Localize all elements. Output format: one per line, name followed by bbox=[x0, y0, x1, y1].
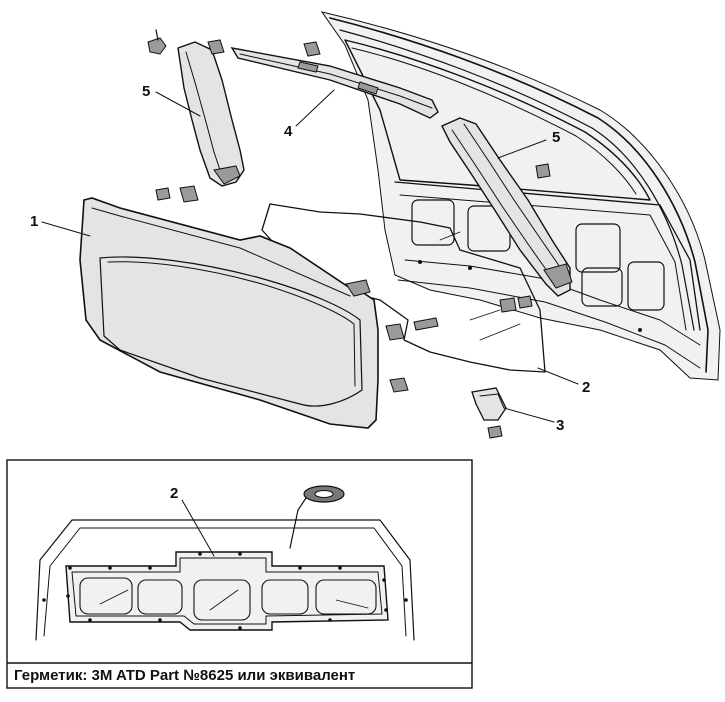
leader-lines bbox=[41, 89, 579, 423]
callout-3: 3 bbox=[556, 417, 564, 434]
fastener-clip-icon bbox=[499, 295, 533, 313]
fastener-clip-icon bbox=[303, 41, 321, 57]
fastener-screw-icon bbox=[487, 425, 503, 439]
fastener-clip-icon bbox=[147, 29, 167, 55]
fastener-clip-icon bbox=[179, 185, 199, 203]
callout-4: 4 bbox=[284, 123, 293, 140]
fastener-screw-icon bbox=[413, 317, 439, 331]
inset-callout-2: 2 bbox=[170, 485, 178, 502]
sealant-caption: Герметик: 3M ATD Part №8625 или эквивале… bbox=[14, 667, 356, 684]
callout-2: 2 bbox=[582, 379, 590, 396]
sealant-inset: 2 bbox=[6, 459, 473, 689]
sealant-bead bbox=[42, 552, 408, 630]
part-5-left-pillar-trim bbox=[177, 41, 245, 187]
callout-5-left: 5 bbox=[142, 83, 150, 100]
fastener-screw-icon bbox=[155, 187, 171, 201]
part-3-bracket bbox=[471, 387, 507, 421]
part-4-header-trim bbox=[230, 47, 439, 119]
fasteners bbox=[147, 29, 551, 439]
fastener-clip-icon bbox=[389, 377, 409, 393]
fastener-clip-icon bbox=[385, 323, 405, 341]
fastener-clip-icon bbox=[535, 163, 551, 179]
callout-5-right: 5 bbox=[552, 129, 560, 146]
part-5-right-pillar-trim bbox=[441, 117, 573, 297]
part-1-lower-trim-panel bbox=[79, 197, 379, 429]
sealant-roll-icon bbox=[289, 485, 345, 549]
fastener-clip-icon bbox=[207, 39, 225, 55]
callout-1: 1 bbox=[30, 213, 38, 230]
